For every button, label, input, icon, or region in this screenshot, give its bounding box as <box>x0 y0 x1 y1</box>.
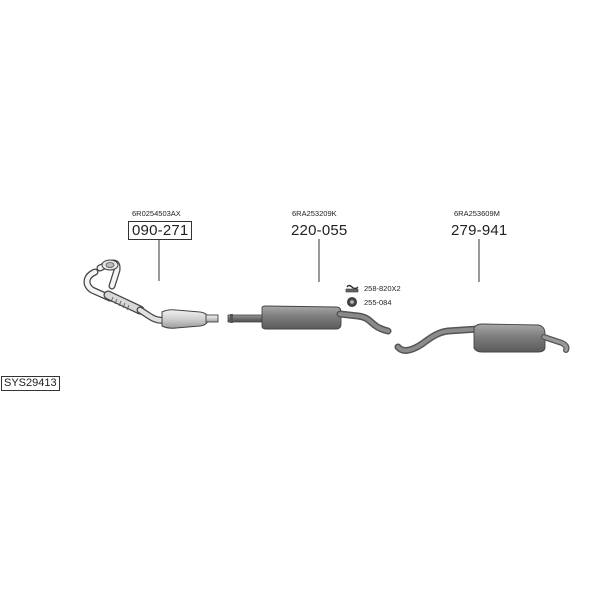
part-1-oe-number: 6R0254503AX <box>132 209 181 218</box>
hanger-accessory <box>347 297 357 307</box>
rear-silencer-part <box>394 323 570 354</box>
middle-silencer-part <box>227 305 392 335</box>
clamp-accessory <box>345 284 359 293</box>
part-2-oe-number: 6RA253209K <box>292 209 337 218</box>
part-1-number[interactable]: 090-271 <box>128 221 193 240</box>
accessory-clamp-number[interactable]: 258-820X2 <box>364 284 401 293</box>
accessory-hanger-number[interactable]: 255-084 <box>364 298 392 307</box>
front-pipe-catalyst-part <box>83 259 219 329</box>
part-3-number[interactable]: 279-941 <box>451 222 508 239</box>
system-code: SYS29413 <box>1 376 60 391</box>
part-3-oe-number: 6RA253609M <box>454 209 500 218</box>
part-2-number[interactable]: 220-055 <box>291 222 348 239</box>
